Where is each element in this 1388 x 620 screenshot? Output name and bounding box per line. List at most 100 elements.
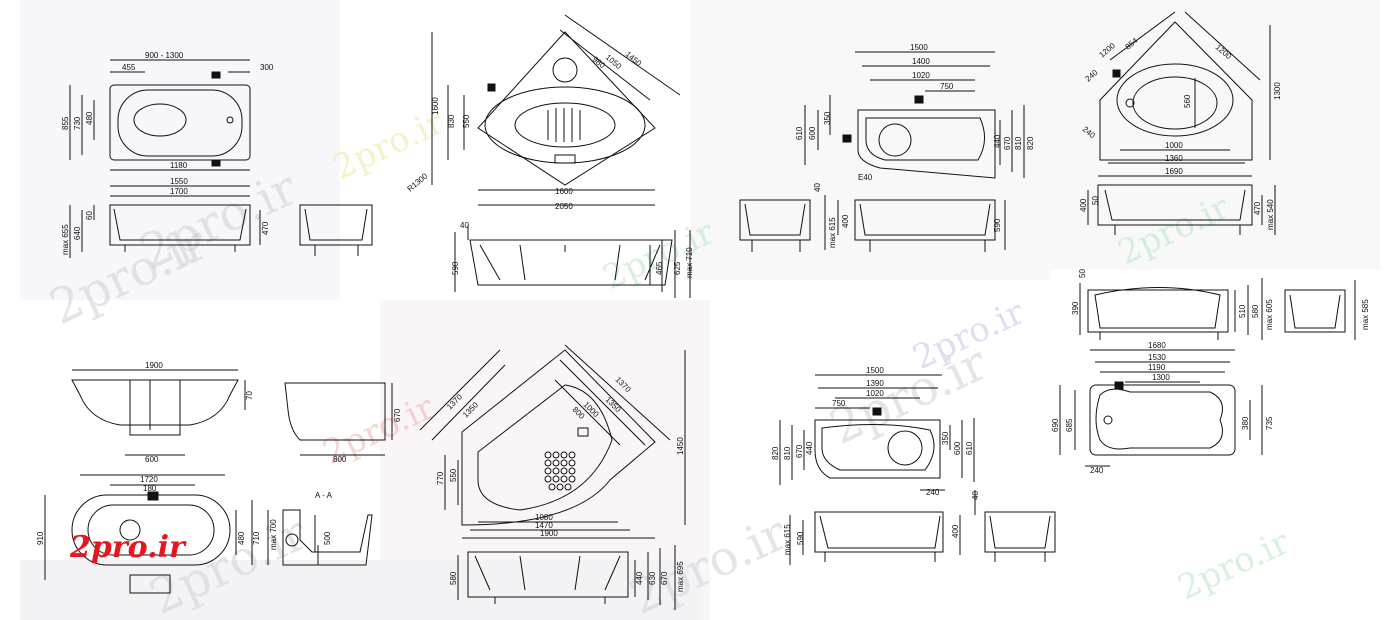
- dim-label: 480: [237, 531, 246, 545]
- dim-label: max 615: [828, 217, 837, 248]
- bath-oval: [44, 369, 393, 594]
- dim-label: 1450: [624, 50, 644, 69]
- dim-label: 750: [832, 399, 846, 408]
- dim-label: max 695: [676, 561, 685, 592]
- dim-label: 1470: [535, 521, 553, 530]
- dim-label: 470: [261, 221, 270, 235]
- dim-label: 50: [1091, 196, 1100, 205]
- dim-label: 180: [143, 484, 157, 493]
- dim-label: 855: [61, 116, 70, 130]
- dim-label: 590: [993, 218, 1002, 232]
- dim-label: R1300: [406, 171, 430, 193]
- dim-label: 625: [673, 261, 682, 275]
- dim-label: 50: [1078, 269, 1087, 278]
- dim-label: 455: [122, 63, 136, 72]
- dim-label: max 605: [1265, 299, 1274, 330]
- dim-label: 810: [1014, 136, 1023, 150]
- dim-label: 480: [85, 111, 94, 125]
- dim-label: 380: [1241, 416, 1250, 430]
- dim-label: 750: [940, 82, 954, 91]
- dim-label: 640: [73, 226, 82, 240]
- dim-label: 1450: [676, 437, 685, 455]
- dim-label: 1600: [555, 187, 573, 196]
- dim-label: 820: [771, 446, 780, 460]
- dim-label: E40: [858, 173, 873, 182]
- dim-label: 810: [783, 446, 792, 460]
- dim-label: 600: [953, 441, 962, 455]
- dim-label: 400: [841, 214, 850, 228]
- bath-rect-1: [69, 59, 373, 258]
- dim-label: 1020: [866, 389, 884, 398]
- dim-label: 510: [1238, 304, 1247, 318]
- dim-label: 240: [1090, 466, 1104, 475]
- dim-label: 1400: [912, 57, 930, 66]
- dim-label: 735: [1265, 416, 1274, 430]
- dim-label: 1720: [140, 475, 158, 484]
- dim-label: 1900: [540, 529, 558, 538]
- dim-label: 70: [245, 391, 254, 400]
- dim-label: 40: [460, 221, 469, 230]
- bath-asym-1: [739, 51, 1025, 252]
- bath-asym-2: [779, 374, 1056, 565]
- dim-label: 610: [795, 126, 804, 140]
- dim-label: 440: [993, 134, 1002, 148]
- dim-label: max 540: [1266, 199, 1275, 230]
- dim-label: 690: [1051, 418, 1060, 432]
- dim-label: 60: [85, 211, 94, 220]
- dim-label: 40: [813, 183, 822, 192]
- dim-label: 1390: [866, 379, 884, 388]
- dim-label: 1550: [170, 177, 188, 186]
- dim-label: 820: [1026, 136, 1035, 150]
- dim-label: 830: [447, 114, 456, 128]
- site-logo: 2pro.ir: [70, 530, 185, 565]
- dim-label: 630: [648, 571, 657, 585]
- dim-label: 610: [965, 441, 974, 455]
- dim-label: 400: [951, 524, 960, 538]
- jets-grid: [544, 451, 576, 491]
- dim-label: 580: [1251, 304, 1260, 318]
- bath-corner-2: [1087, 11, 1276, 235]
- dim-label: 800: [333, 455, 347, 464]
- dim-label: 900 - 1300: [145, 51, 184, 60]
- dim-label: 910: [36, 531, 45, 545]
- background-tiles: [20, 0, 1380, 620]
- dim-label: 1300: [1152, 373, 1170, 382]
- dim-label: 670: [660, 571, 669, 585]
- dim-label: 590: [451, 261, 460, 275]
- dim-label: 550: [462, 114, 471, 128]
- dim-label: 40: [971, 491, 980, 500]
- dim-label: 1180: [170, 161, 188, 170]
- dim-label: 1000: [1165, 141, 1183, 150]
- dim-label: 1700: [170, 187, 188, 196]
- dim-label: 440: [805, 441, 814, 455]
- dim-label: 600: [145, 455, 159, 464]
- dim-label: 1020: [912, 71, 930, 80]
- dim-label: 590: [796, 531, 805, 545]
- dim-label: 1500: [866, 366, 884, 375]
- dim-label: 685: [1065, 418, 1074, 432]
- dim-label: 710: [252, 531, 261, 545]
- dim-label: 770: [436, 471, 445, 485]
- dim-label: 1360: [1165, 154, 1183, 163]
- bath-corner-1: [431, 14, 691, 298]
- watermark-text: 2pro.ir: [1172, 522, 1296, 608]
- dim-label: 470: [1253, 201, 1262, 215]
- dim-label: 390: [1071, 301, 1080, 315]
- dim-label: 1690: [1165, 167, 1183, 176]
- dim-label: 550: [449, 468, 458, 482]
- dim-label: 1500: [910, 43, 928, 52]
- dim-label: 670: [795, 444, 804, 458]
- dim-label: 670: [393, 408, 402, 422]
- dim-label: 670: [1003, 136, 1012, 150]
- dim-label: 600: [808, 126, 817, 140]
- dim-label: 1190: [1148, 363, 1166, 372]
- dim-label: 500: [323, 531, 332, 545]
- dim-label: 400: [1079, 198, 1088, 212]
- dim-label: 240: [926, 488, 940, 497]
- dim-label: 440: [635, 571, 644, 585]
- dim-label: 300: [260, 63, 274, 72]
- dim-label: 465: [655, 261, 664, 275]
- dim-label: 560: [1183, 94, 1192, 108]
- dim-label: 730: [73, 116, 82, 130]
- dim-label: max 710: [685, 247, 694, 278]
